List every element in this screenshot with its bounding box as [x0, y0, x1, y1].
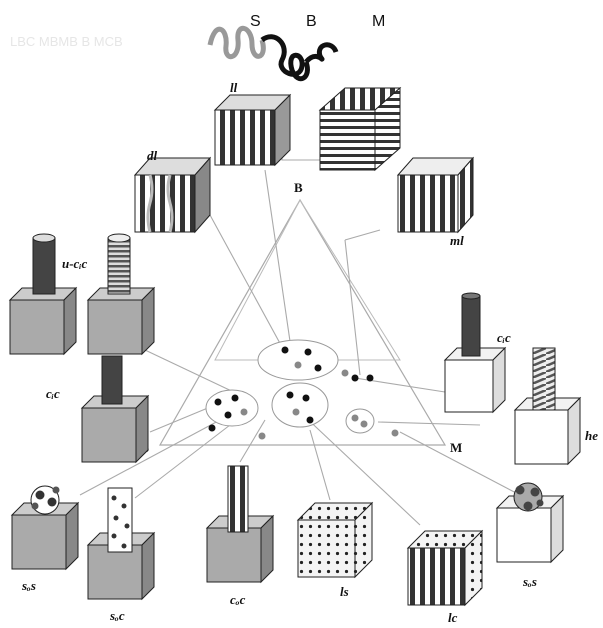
- chain-label-b: B: [306, 13, 317, 30]
- cube-ls: [296, 501, 374, 579]
- label-ll: ll: [230, 80, 238, 95]
- vertex-label-m: M: [450, 440, 462, 455]
- label-coc: cₒc: [230, 592, 246, 607]
- composition-ellipse-middle: [271, 382, 329, 428]
- label-he: he: [585, 428, 598, 443]
- label-lc: lc: [448, 610, 458, 625]
- cube-dl: [133, 156, 212, 234]
- faint-header-text: LBC MBMB B MCB: [10, 34, 123, 49]
- label-ml: ml: [450, 233, 464, 248]
- label-dl: dl: [147, 148, 158, 163]
- cube-cic-right: [443, 292, 507, 414]
- bracket-line: [281, 152, 321, 161]
- connector-lines: [79, 169, 521, 526]
- cube-sos-left: [10, 485, 80, 571]
- composition-ellipse-left: [205, 389, 259, 427]
- chain-label-m: M: [372, 13, 385, 30]
- cube-he: [513, 347, 582, 466]
- label-soc: sₒc: [109, 608, 125, 623]
- cube-coc: [205, 465, 275, 584]
- label-sos-left: sₒs: [21, 578, 36, 593]
- cube-lc: [406, 529, 484, 607]
- label-ls: ls: [340, 584, 349, 599]
- triblock-chain-icon: [207, 26, 339, 82]
- composition-ellipse-right: [345, 408, 375, 434]
- label-sos-right: sₒs: [522, 574, 537, 589]
- composition-dots-misc: [208, 369, 399, 440]
- composition-ellipse-top: [257, 339, 339, 381]
- cube-soc: [86, 487, 156, 601]
- cube-u-cic-right: [86, 233, 156, 356]
- label-cic-left: cᵢc: [46, 386, 60, 401]
- cube-ml: [396, 156, 475, 234]
- cube-sos-right: [495, 482, 565, 564]
- cube-ll: [213, 93, 292, 167]
- cube-cic-left: [80, 355, 150, 464]
- vertex-label-b: B: [294, 180, 303, 195]
- label-cic-right: cᵢc: [497, 330, 511, 345]
- label-u-cic: u-cᵢc: [62, 256, 88, 271]
- chain-label-s: S: [250, 13, 261, 30]
- cube-horizontal-lamellae: [318, 86, 402, 172]
- cube-u-cic-left: [8, 233, 78, 356]
